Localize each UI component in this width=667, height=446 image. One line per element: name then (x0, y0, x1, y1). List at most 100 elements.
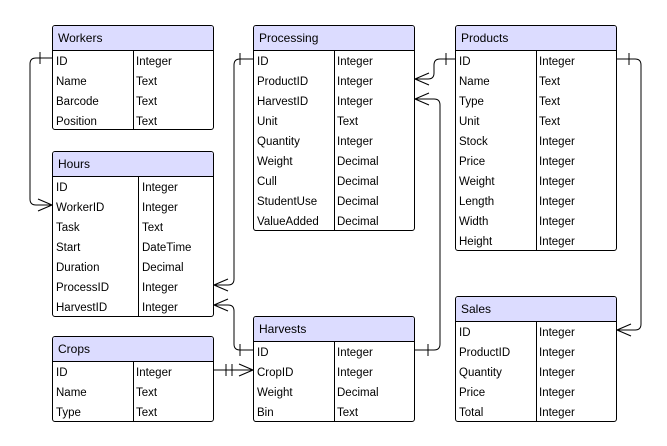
field-name: Bin (257, 407, 274, 419)
rel-crops-harvests (214, 363, 254, 377)
field-row: Cull Decimal (254, 172, 414, 192)
rel-processing-hours (213, 53, 253, 292)
field-type: Integer (539, 407, 575, 419)
field-name: ID (459, 56, 471, 68)
field-name: ID (257, 56, 269, 68)
field-row: ValueAdded Decimal (254, 212, 414, 230)
field-type: Integer (539, 387, 575, 399)
field-type: Text (136, 116, 158, 128)
field-name: Quantity (257, 136, 300, 148)
field-name: Barcode (56, 96, 99, 108)
field-type: Integer (142, 282, 178, 294)
field-type: Text (337, 116, 359, 128)
column-divider (133, 50, 134, 129)
field-name: WorkerID (56, 202, 105, 214)
field-row: Price Integer (456, 383, 616, 403)
field-name: Cull (257, 176, 277, 188)
field-name: Type (459, 96, 484, 108)
field-type: Text (337, 407, 359, 419)
field-name: StudentUse (257, 196, 318, 208)
field-name: Weight (257, 387, 293, 399)
column-divider (334, 50, 335, 230)
field-type: Integer (539, 327, 575, 339)
column-divider (536, 50, 537, 250)
entity-title: Processing (254, 26, 414, 51)
field-name: Length (459, 196, 495, 208)
field-name: Type (56, 407, 81, 419)
field-row: ID Integer (456, 52, 616, 72)
entity-title: Workers (53, 26, 213, 51)
field-name: ValueAdded (257, 216, 319, 228)
field-row: ID Integer (53, 363, 213, 383)
field-type: Integer (337, 136, 373, 148)
field-name: Weight (257, 156, 293, 168)
field-name: Height (459, 236, 493, 248)
field-type: Integer (539, 176, 575, 188)
field-row: Unit Text (254, 112, 414, 132)
field-type: Decimal (337, 156, 379, 168)
rel-products-processing (414, 53, 455, 86)
field-name: Price (459, 387, 486, 399)
field-type: Integer (136, 56, 172, 68)
field-name: Unit (257, 116, 278, 128)
field-name: Duration (56, 262, 100, 274)
field-type: Decimal (337, 216, 379, 228)
column-divider (536, 321, 537, 421)
field-row: ID Integer (456, 323, 616, 343)
field-type: Integer (539, 136, 575, 148)
field-name: ID (459, 327, 471, 339)
field-type: DateTime (142, 242, 192, 254)
entity-title: Crops (53, 337, 213, 362)
field-name: Total (459, 407, 484, 419)
field-type: Decimal (337, 176, 379, 188)
field-name: ProductID (459, 347, 511, 359)
field-row: Quantity Integer (254, 132, 414, 152)
field-type: Text (136, 387, 158, 399)
field-name: ProcessID (56, 282, 110, 294)
field-type: Text (136, 76, 158, 88)
field-type: Integer (539, 56, 575, 68)
field-type: Text (539, 116, 561, 128)
field-type: Integer (337, 96, 373, 108)
field-name: ID (56, 367, 68, 379)
field-type: Integer (539, 196, 575, 208)
field-type: Text (142, 222, 164, 234)
field-name: Price (459, 156, 486, 168)
field-row: ID Integer (254, 52, 414, 72)
field-type: Integer (136, 367, 172, 379)
field-name: Stock (459, 136, 488, 148)
field-type: Decimal (337, 387, 379, 399)
field-name: CropID (257, 367, 294, 379)
field-name: HarvestID (56, 302, 108, 314)
field-type: Integer (539, 236, 575, 248)
field-type: Integer (337, 76, 373, 88)
field-type: Integer (539, 216, 575, 228)
field-type: Integer (337, 56, 373, 68)
field-name: ID (56, 56, 68, 68)
rel-harvests-hours (213, 298, 253, 356)
field-name: Name (56, 76, 87, 88)
column-divider (138, 176, 139, 316)
